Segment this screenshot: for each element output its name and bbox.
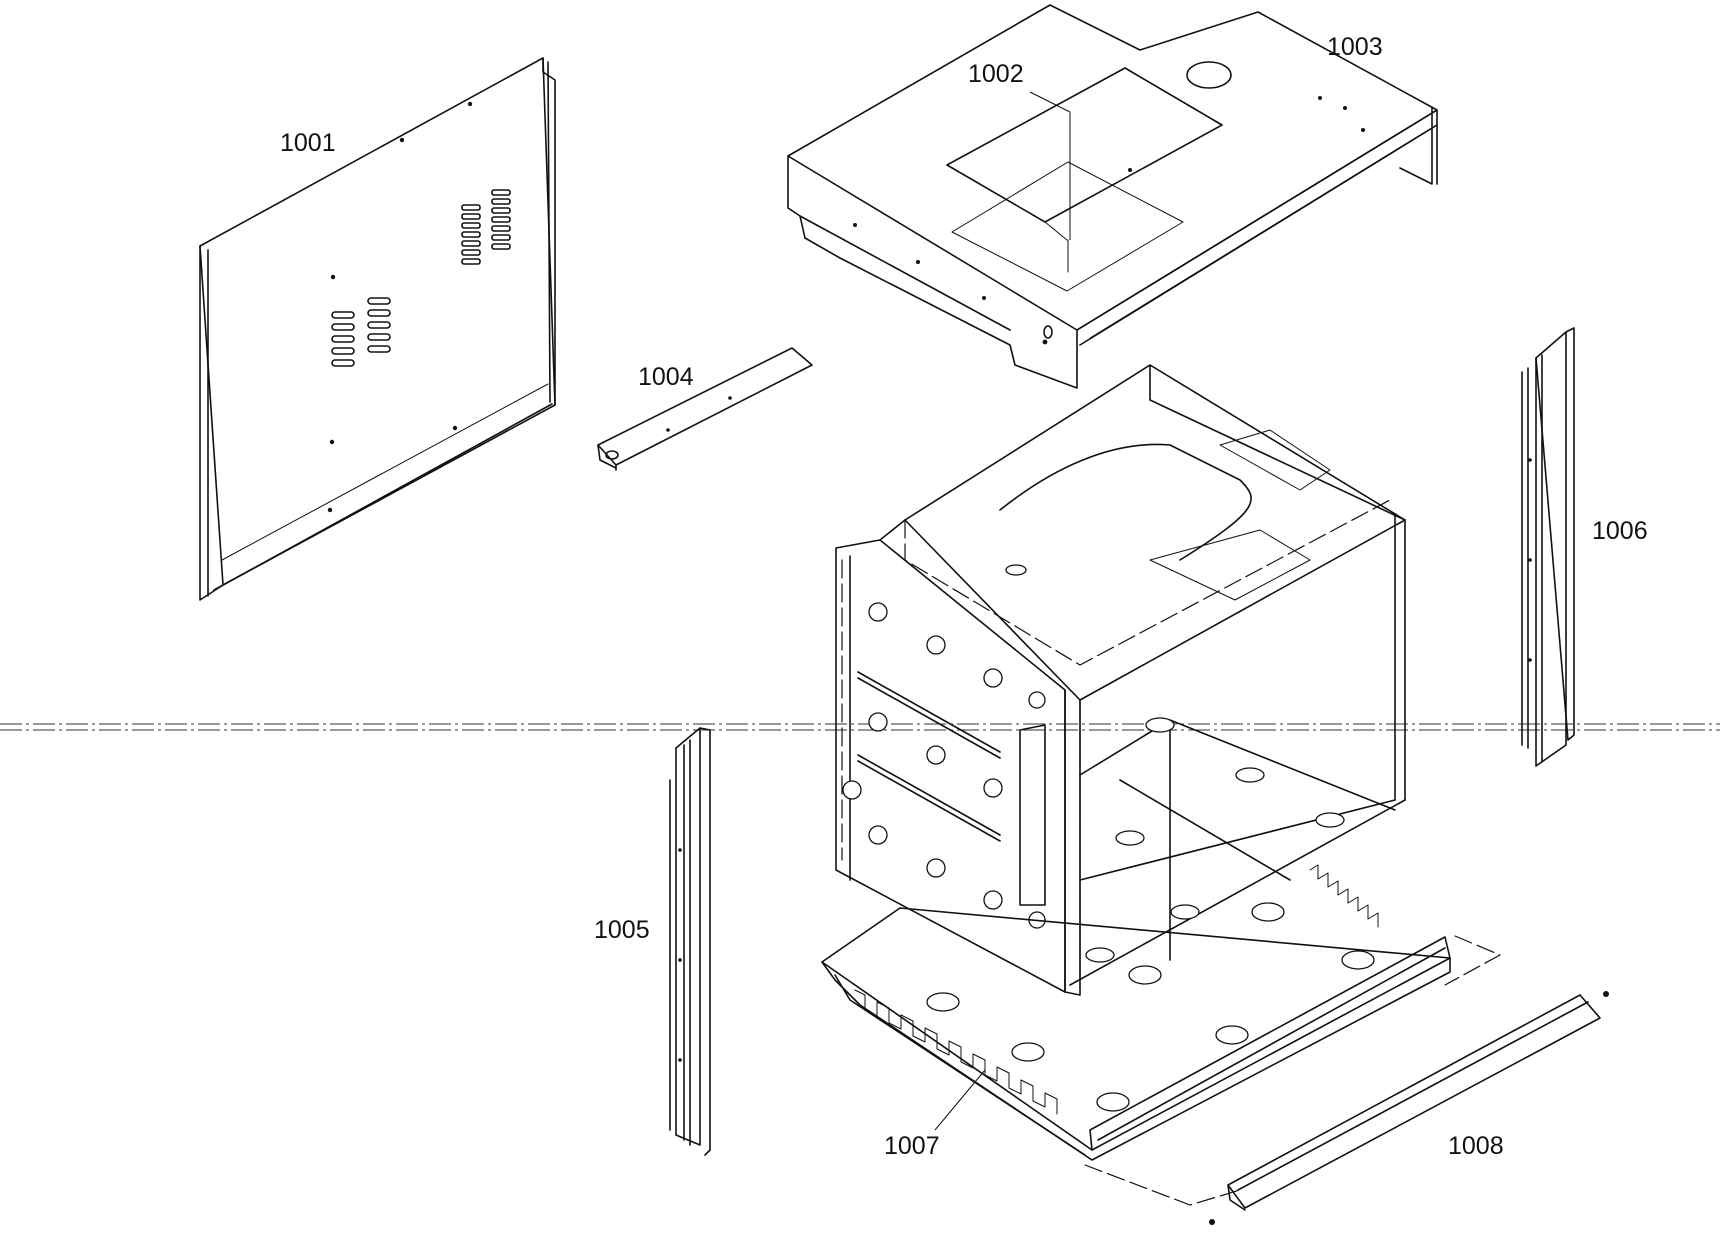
callout-1008: 1008 <box>1448 1132 1504 1160</box>
callout-1007: 1007 <box>884 1132 940 1160</box>
part-1001-panel[interactable] <box>199 57 556 601</box>
part-1006-upright-right[interactable] <box>1521 327 1575 767</box>
part-1005-upright-left[interactable] <box>669 727 711 1156</box>
callout-1005: 1005 <box>594 916 650 944</box>
center-axis-line <box>0 723 1720 731</box>
part-1004-bracket[interactable] <box>597 347 813 471</box>
callout-1003: 1003 <box>1327 33 1383 61</box>
callout-1004: 1004 <box>638 363 694 391</box>
callout-1002: 1002 <box>968 60 1024 88</box>
part-1008-front-bar[interactable] <box>1084 935 1609 1225</box>
oven-cavity-frame <box>835 364 1406 996</box>
part-1003-top-cover[interactable] <box>787 4 1438 389</box>
callout-leaders <box>934 91 1071 1131</box>
callout-1006: 1006 <box>1592 517 1648 545</box>
part-1007-bottom-tray[interactable] <box>821 864 1451 1161</box>
callout-1001: 1001 <box>280 129 336 157</box>
